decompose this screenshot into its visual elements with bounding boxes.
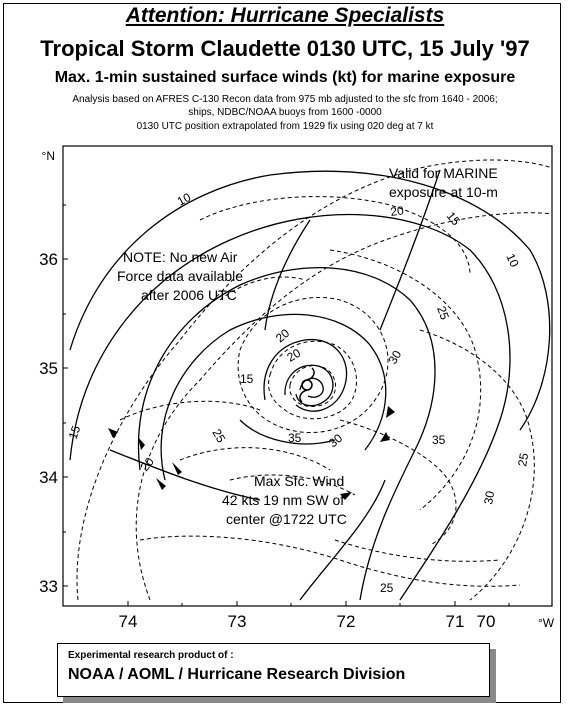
map-subtitle: Max. 1-min sustained surface winds (kt) … bbox=[54, 69, 516, 86]
axis-ticks bbox=[63, 204, 510, 606]
lat-unit-label: °N bbox=[42, 149, 55, 163]
lat-label-35: 35 bbox=[39, 359, 58, 378]
lon-label-71: 71 bbox=[446, 612, 465, 631]
valid-note-line-1: Valid for MARINE bbox=[389, 165, 498, 181]
plot-border bbox=[62, 145, 553, 607]
lon-unit-label: °W bbox=[538, 616, 555, 630]
contour-label-15: 15 bbox=[240, 372, 254, 386]
recon-note-line-1: NOTE: No new Air bbox=[123, 249, 238, 265]
max-wind-line-3: center @1722 UTC bbox=[226, 511, 347, 527]
contour-label-35: 35 bbox=[288, 431, 302, 445]
lat-label-36: 36 bbox=[39, 250, 58, 269]
lat-label-34: 34 bbox=[39, 468, 58, 487]
page-frame bbox=[3, 3, 561, 703]
lat-label-33: 33 bbox=[39, 577, 58, 596]
contour-label-35: 35 bbox=[432, 433, 446, 447]
contour-label-20: 20 bbox=[389, 203, 404, 219]
contour-label-20: 20 bbox=[138, 454, 158, 473]
contour-label-10: 10 bbox=[503, 251, 521, 269]
credit-line-1: Experimental research product of : bbox=[68, 650, 234, 661]
contour-label-15: 15 bbox=[66, 423, 84, 441]
attention-heading: Attention: Hurricane Specialists bbox=[125, 4, 445, 27]
lon-label-72: 72 bbox=[337, 612, 356, 631]
map-title: Tropical Storm Claudette 0130 UTC, 15 Ju… bbox=[40, 36, 530, 61]
contour-label-25: 25 bbox=[515, 452, 531, 468]
analysis-line-2: ships, NDBC/NOAA buoys from 1600 -0000 bbox=[188, 107, 382, 118]
streamline-arrows bbox=[108, 406, 395, 500]
valid-note-line-2: exposure at 10-m bbox=[389, 184, 498, 200]
lon-label-73: 73 bbox=[228, 612, 247, 631]
contour-label-20: 20 bbox=[285, 346, 304, 365]
contour-label-25: 25 bbox=[380, 581, 394, 595]
lon-label-74: 74 bbox=[119, 612, 138, 631]
credit-box: Experimental research product of : NOAA … bbox=[57, 643, 490, 697]
max-wind-line-1: Max Sfc. Wind bbox=[254, 473, 344, 489]
credit-line-2: NOAA / AOML / Hurricane Research Divisio… bbox=[68, 666, 406, 683]
recon-note-line-2: Force data available bbox=[117, 268, 243, 284]
contour-label-30: 30 bbox=[326, 431, 345, 451]
recon-note-line-3: after 2006 UTC bbox=[141, 287, 237, 303]
contour-label-10: 10 bbox=[175, 190, 194, 209]
contour-label-30: 30 bbox=[385, 348, 404, 367]
max-wind-line-2: 42 kts 19 nm SW of bbox=[222, 492, 344, 508]
contour-label-30: 30 bbox=[481, 490, 497, 506]
storm-center-symbol bbox=[299, 367, 315, 403]
lon-label-70-shown: 70 bbox=[477, 612, 496, 631]
contour-label-20: 20 bbox=[273, 326, 292, 346]
isotach-contours bbox=[76, 159, 552, 601]
analysis-line-3: 0130 UTC position extrapolated from 1929… bbox=[136, 121, 434, 132]
streamlines bbox=[69, 169, 551, 601]
contour-label-15: 15 bbox=[444, 209, 464, 228]
contour-label-25: 25 bbox=[434, 304, 452, 322]
analysis-line-1: Analysis based on AFRES C-130 Recon data… bbox=[72, 94, 498, 105]
contour-label-25: 25 bbox=[209, 427, 228, 446]
